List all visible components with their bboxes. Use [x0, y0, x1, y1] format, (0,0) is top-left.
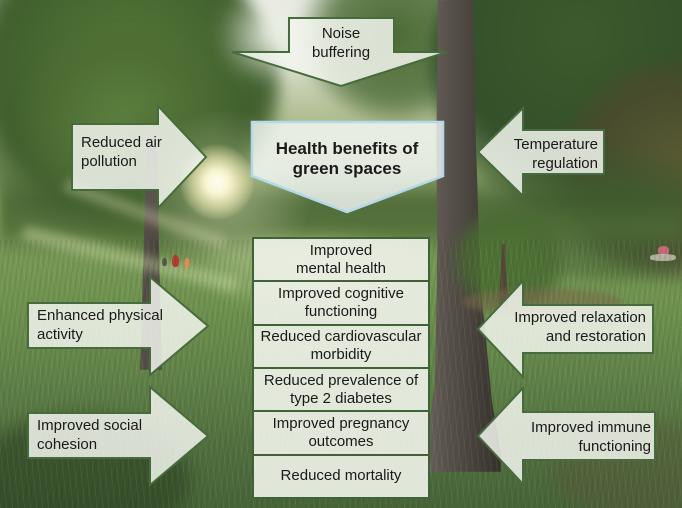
outcome-box-stack: Improved mental health Improved cognitiv…	[252, 237, 430, 499]
reduced-air-pollution-arrow-right	[71, 103, 208, 211]
improved-relaxation-label: Improved relaxation and restoration	[514, 309, 646, 345]
noise-buffering-arrow-down	[231, 17, 448, 88]
outcome-improved-pregnancy-outcomes: Improved pregnancy outcomes	[252, 410, 430, 456]
temperature-regulation-label: Temperature regulation	[513, 136, 598, 172]
improved-social-cohesion-label: Improved social cohesion	[37, 417, 143, 453]
improved-social-cohesion-arrow-right	[27, 384, 210, 488]
reduced-air-pollution-label: Reduced air pollution	[81, 134, 162, 170]
improved-relaxation-arrow-left	[476, 278, 654, 380]
outcome-reduced-cardiovascular-morbidity: Reduced cardiovascular morbidity	[252, 323, 430, 369]
outcome-improved-cognitive-functioning: Improved cognitive functioning	[252, 280, 430, 326]
noise-buffering-label: Noise buffering	[311, 25, 371, 61]
enhanced-physical-activity-arrow-right	[27, 274, 210, 378]
person-orange	[184, 258, 190, 268]
picnic-blanket	[650, 254, 676, 261]
outcome-improved-mental-health: Improved mental health	[252, 237, 430, 283]
person-red	[172, 255, 179, 267]
central-title-pentagon	[250, 120, 445, 214]
improved-immune-arrow-left	[476, 385, 656, 487]
temperature-regulation-arrow-left	[476, 105, 605, 199]
person-pink	[658, 246, 669, 255]
outcome-reduced-type2-diabetes: Reduced prevalence of type 2 diabetes	[252, 366, 430, 413]
sapling-trunk	[499, 244, 508, 308]
improved-immune-label: Improved immune functioning	[530, 419, 651, 455]
person-gray	[162, 258, 167, 266]
central-title: Health benefits of green spaces	[275, 139, 419, 178]
outcome-reduced-mortality: Reduced mortality	[252, 453, 430, 499]
enhanced-physical-activity-label: Enhanced physical activity	[37, 307, 163, 343]
